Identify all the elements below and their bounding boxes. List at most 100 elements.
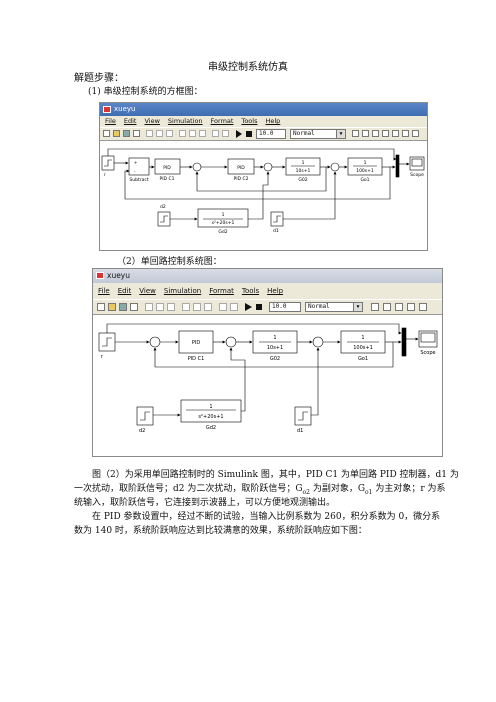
cut-icon[interactable] <box>146 130 153 137</box>
update-diagram-icon-2[interactable] <box>419 303 427 311</box>
pid-c1-block[interactable] <box>154 158 181 175</box>
new-model-icon-2[interactable] <box>97 303 105 311</box>
simulation-mode-select-2[interactable]: Normal ▼ <box>305 302 363 312</box>
redo-icon-2[interactable] <box>230 303 238 311</box>
start-simulation-icon[interactable] <box>236 130 242 138</box>
forward-arrow-icon-2[interactable] <box>193 303 201 311</box>
mux-block[interactable] <box>395 154 400 178</box>
window-1-title: xueyu <box>114 105 136 113</box>
cascade-block-diagram: r + - Subtract PID PID C1 PID PID C2 1 1… <box>101 148 425 235</box>
menu-file-2[interactable]: File <box>98 287 110 295</box>
mux-block-2[interactable] <box>401 327 407 357</box>
subtract-block[interactable] <box>128 157 150 176</box>
menu-format[interactable]: Format <box>210 117 234 125</box>
undo-icon-2[interactable] <box>219 303 227 311</box>
gd2-numerator-2: 1 <box>209 404 212 410</box>
menu-file[interactable]: File <box>105 117 116 125</box>
save-icon[interactable] <box>123 130 130 137</box>
go2-label-2: G02 <box>270 356 280 362</box>
chevron-down-icon-2[interactable]: ▼ <box>353 303 362 311</box>
undo-icon[interactable] <box>212 130 219 137</box>
menu-view-2[interactable]: View <box>139 287 156 295</box>
stop-simulation-icon[interactable] <box>246 131 252 137</box>
single-loop-block-diagram: r PID PID C1 1 10s+1 G02 1 100s+1 Go1 Sc… <box>98 323 438 434</box>
open-folder-icon[interactable] <box>113 130 120 137</box>
menu-edit-2[interactable]: Edit <box>117 287 132 295</box>
library-browser-icon-2[interactable] <box>383 303 391 311</box>
menu-help-2[interactable]: Help <box>267 287 284 295</box>
start-simulation-icon-2[interactable] <box>245 303 252 311</box>
d1-label-2: d1 <box>297 428 303 434</box>
window-1-toolbar: 10.0 Normal ▼ <box>100 127 427 141</box>
library-browser-icon[interactable] <box>362 130 369 137</box>
chevron-down-icon[interactable]: ▼ <box>336 130 345 138</box>
subscript-o1: o1 <box>365 488 373 496</box>
sum-junction-b[interactable] <box>225 336 237 348</box>
go2-block[interactable] <box>285 157 321 176</box>
window-2-canvas: r PID PID C1 1 10s+1 G02 1 100s+1 Go1 Sc… <box>93 314 442 456</box>
stop-time-field[interactable]: 10.0 <box>256 129 286 139</box>
print-icon[interactable] <box>133 130 140 137</box>
sum-junction-2[interactable] <box>263 162 273 172</box>
model-explorer-icon-2[interactable] <box>371 303 379 311</box>
debug-icon[interactable] <box>372 130 379 137</box>
go2-denominator-2: 10s+1 <box>267 345 283 351</box>
sum-junction-3[interactable] <box>330 162 340 172</box>
redo-icon[interactable] <box>222 130 229 137</box>
build-icon-2[interactable] <box>407 303 415 311</box>
update-diagram-icon[interactable] <box>392 130 399 137</box>
debug-icon-2[interactable] <box>395 303 403 311</box>
menu-simulation-2[interactable]: Simulation <box>163 287 202 295</box>
model-explorer-icon[interactable] <box>352 130 359 137</box>
pid-c2-block[interactable] <box>227 158 255 175</box>
paste-icon-2[interactable] <box>167 303 175 311</box>
simulation-mode-select[interactable]: Normal ▼ <box>290 129 346 139</box>
paragraph-1-line-2-tail: 为主对象；r 为系 <box>372 484 446 494</box>
sum-junction-1[interactable] <box>192 162 202 172</box>
stop-simulation-icon-2[interactable] <box>256 304 262 310</box>
sum-junction-c[interactable] <box>312 336 324 348</box>
toolbar-extra-icon[interactable] <box>412 130 419 137</box>
build-icon[interactable] <box>382 130 389 137</box>
menu-edit[interactable]: Edit <box>123 117 137 125</box>
steps-heading: 解题步骤： <box>74 73 124 84</box>
new-model-icon[interactable] <box>103 130 110 137</box>
r-label-2: r <box>101 354 104 360</box>
menu-tools-2[interactable]: Tools <box>241 287 260 295</box>
menu-help[interactable]: Help <box>265 117 281 125</box>
d2-label-2: d2 <box>139 428 145 434</box>
window-2-titlebar: xueyu <box>93 269 442 283</box>
up-arrow-icon-2[interactable] <box>204 303 212 311</box>
go1-block[interactable] <box>347 157 383 176</box>
cut-icon-2[interactable] <box>145 303 153 311</box>
go1-numerator: 1 <box>364 160 367 166</box>
sum-junction-a[interactable] <box>149 336 161 348</box>
d2-label: d2 <box>160 204 166 210</box>
go1-label: Go1 <box>360 177 369 183</box>
open-folder-icon-2[interactable] <box>108 303 116 311</box>
go2-numerator-2: 1 <box>273 335 276 341</box>
up-arrow-icon[interactable] <box>199 130 206 137</box>
stop-time-field-2[interactable]: 10.0 <box>269 302 301 312</box>
paste-icon[interactable] <box>166 130 173 137</box>
forward-arrow-icon[interactable] <box>189 130 196 137</box>
back-arrow-icon-2[interactable] <box>182 303 190 311</box>
model-advisor-icon[interactable] <box>402 130 409 137</box>
menu-format-2[interactable]: Format <box>209 287 234 295</box>
gd2-label: Gd2 <box>218 229 227 235</box>
menu-view[interactable]: View <box>144 117 160 125</box>
menu-tools[interactable]: Tools <box>241 117 258 125</box>
save-icon-2[interactable] <box>119 303 127 311</box>
print-icon-2[interactable] <box>130 303 138 311</box>
item-1-heading: (1) 串级控制系统的方框图： <box>88 87 203 97</box>
copy-icon[interactable] <box>156 130 163 137</box>
gd2-block[interactable] <box>197 208 249 228</box>
back-arrow-icon[interactable] <box>179 130 186 137</box>
window-1-menubar: File Edit View Simulation Format Tools Help <box>100 116 427 127</box>
window-2-menubar: File Edit View Simulation Format Tools Help <box>93 285 442 298</box>
menu-simulation[interactable]: Simulation <box>167 117 203 125</box>
pid-c2-text: PID <box>237 165 245 171</box>
simulation-mode-value: Normal <box>293 130 315 137</box>
go2-label: G02 <box>298 177 307 183</box>
copy-icon-2[interactable] <box>156 303 164 311</box>
